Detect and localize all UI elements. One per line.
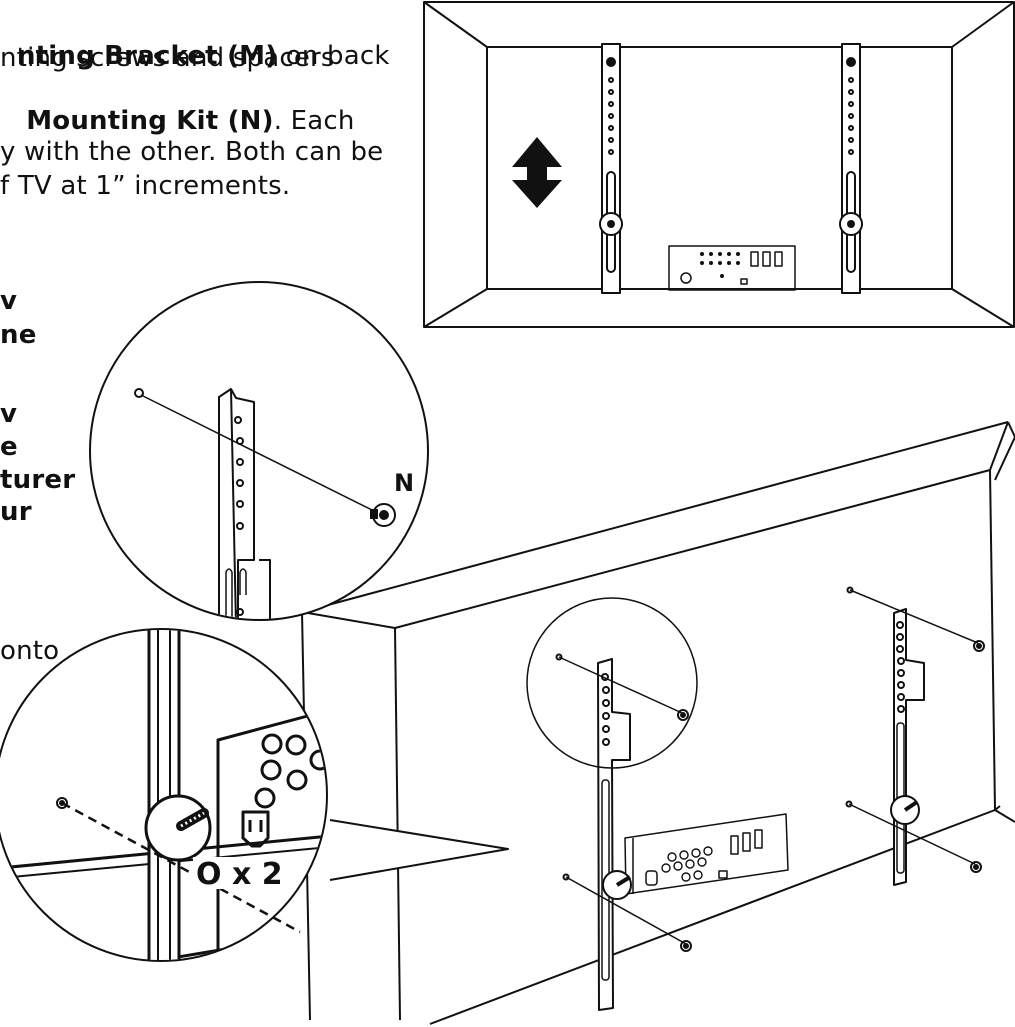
tv-back-inset [423, 1, 1015, 328]
tv-perspective-view [300, 420, 1015, 1025]
mounting-kit-term: Mounting Kit (N) [16, 106, 274, 136]
screw-n-label: N [394, 469, 414, 497]
tv-bracket-left [526, 597, 698, 1011]
screw-detail-callout [89, 281, 429, 621]
warning-fragment-3: v [0, 399, 18, 429]
instruction-line-3: Mounting Kit (N). Each [16, 106, 355, 136]
warning-fragment-4: e [0, 432, 18, 462]
warning-fragment-6: ur [0, 497, 32, 527]
spacer-o-icon [144, 794, 212, 862]
instruction-line-5: f TV at 1” increments. [0, 171, 291, 201]
warning-fragment-5: turer [0, 465, 76, 495]
tv-ports-panel-inset [668, 245, 796, 291]
tv-bracket-right [845, 586, 985, 886]
warning-fragment-1: v [0, 286, 18, 316]
instruction-line-4: y with the other. Both can be [0, 137, 384, 167]
mounting-bracket-right [839, 43, 863, 294]
warning-fragment-2: ne [0, 320, 37, 350]
mounting-bracket-left [599, 43, 623, 294]
instruction-line-1: nting Bracket (M) on back [16, 41, 390, 71]
spacer-label-backdrop [193, 857, 293, 889]
up-down-arrow-icon [512, 137, 562, 208]
instruction-line-2: nting screws and spacers [0, 43, 335, 73]
screw-n-icon [370, 503, 396, 527]
mounting-bracket-term: nting Bracket (M) [16, 41, 278, 71]
spacer-o-label: O x 2 [196, 857, 283, 892]
onto-fragment: onto [0, 636, 60, 666]
